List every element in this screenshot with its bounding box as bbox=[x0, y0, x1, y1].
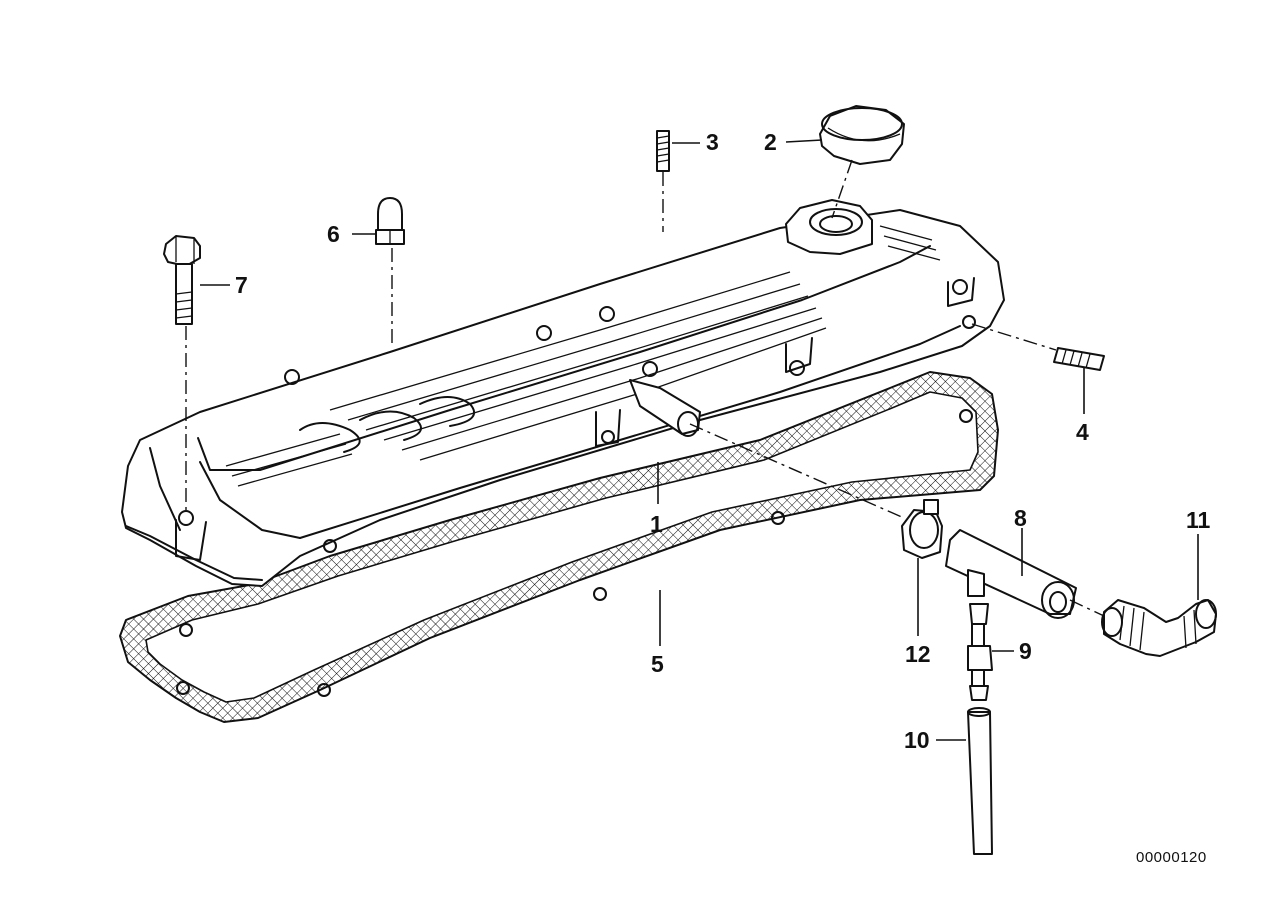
elbow-hose bbox=[1101, 599, 1217, 657]
callout-1: 1 bbox=[650, 511, 663, 537]
callout-6: 6 bbox=[327, 221, 340, 247]
callout-2: 2 bbox=[764, 129, 777, 155]
valve-cover bbox=[121, 199, 1005, 587]
vent-pipe bbox=[967, 707, 993, 855]
oil-filler-cap bbox=[819, 105, 905, 165]
diagram-reference-number: 00000120 bbox=[1136, 849, 1207, 866]
callout-9: 9 bbox=[1019, 638, 1032, 664]
assembly-lines bbox=[185, 159, 1105, 617]
stud-top bbox=[656, 130, 670, 172]
callout-10: 10 bbox=[904, 727, 930, 753]
callout-7: 7 bbox=[235, 272, 248, 298]
valve-cover-gasket bbox=[119, 371, 999, 723]
callout-3: 3 bbox=[706, 129, 719, 155]
connector bbox=[967, 603, 993, 701]
callout-5: 5 bbox=[651, 651, 664, 677]
callout-labels: 1 2 3 4 5 6 7 8 9 10 11 12 bbox=[235, 129, 1211, 753]
callout-8: 8 bbox=[1014, 505, 1027, 531]
callout-11: 11 bbox=[1186, 507, 1211, 533]
hose bbox=[945, 529, 1077, 619]
leader-lines bbox=[200, 139, 1199, 741]
hose-clamp bbox=[901, 499, 943, 559]
cap-nut bbox=[375, 197, 405, 245]
stud-side bbox=[1053, 347, 1105, 371]
callout-12: 12 bbox=[905, 641, 931, 667]
callout-4: 4 bbox=[1076, 419, 1089, 445]
hex-bolt bbox=[163, 235, 201, 325]
